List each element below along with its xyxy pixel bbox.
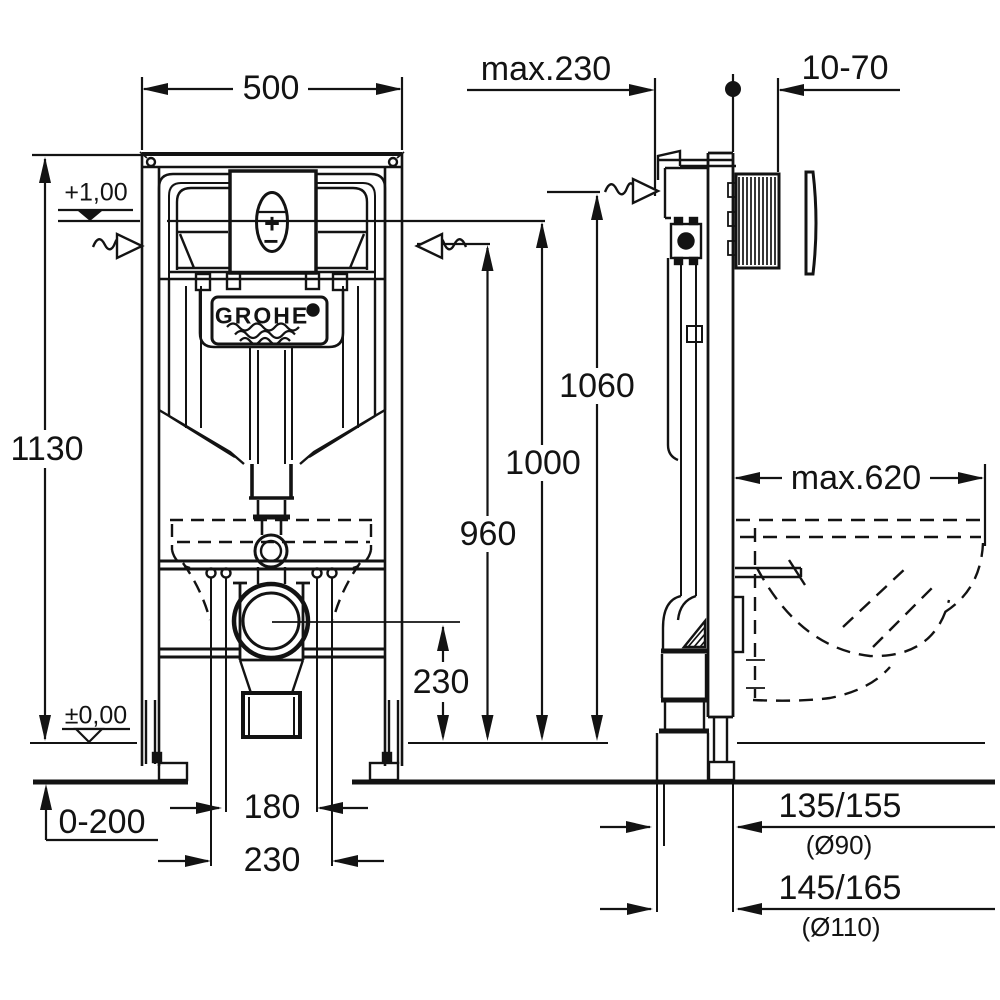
- dim-drain-offset-90: 135/155: [778, 787, 902, 825]
- flush-plus-symbol: +: [264, 208, 280, 239]
- dim-top-height: 1060: [559, 367, 635, 405]
- dim-install-depth: max.230: [480, 50, 612, 88]
- side-view: [655, 149, 985, 912]
- dim-outlet-height: 230: [412, 663, 470, 701]
- dim-bowl-projection: max.620: [790, 459, 922, 497]
- level-plus-marker: +1,00: [64, 178, 128, 207]
- arrowheads: [39, 81, 984, 915]
- level-zero-marker: ±0,00: [64, 701, 128, 730]
- flush-minus-symbol: −: [263, 226, 279, 256]
- grohe-logo: GROHE: [214, 302, 310, 329]
- dim-anchor-height: 960: [459, 515, 517, 553]
- zero-level-triangle: [73, 727, 105, 744]
- toilet-bowl-dashed: [736, 518, 985, 702]
- dim-actuation-height: 1000: [505, 444, 581, 482]
- front-lower-assembly: [159, 559, 460, 866]
- front-frame: [139, 151, 405, 782]
- floor-lines: [30, 742, 995, 785]
- dim-plate-distance: 10-70: [801, 49, 889, 87]
- dim-frame-height: 1130: [10, 430, 84, 468]
- dim-drain-dia-90: (Ø90): [805, 830, 873, 860]
- dim-fixing-outer: 230: [243, 841, 301, 879]
- wall-anchor-arrows: [91, 177, 661, 260]
- dim-drain-offset-110: 145/165: [778, 869, 902, 907]
- dim-foot-adjustment: 0-200: [58, 803, 146, 841]
- dim-fixing-inner: 180: [243, 788, 301, 826]
- dim-frame-width: 500: [242, 69, 300, 107]
- dim-drain-dia-110: (Ø110): [801, 912, 881, 942]
